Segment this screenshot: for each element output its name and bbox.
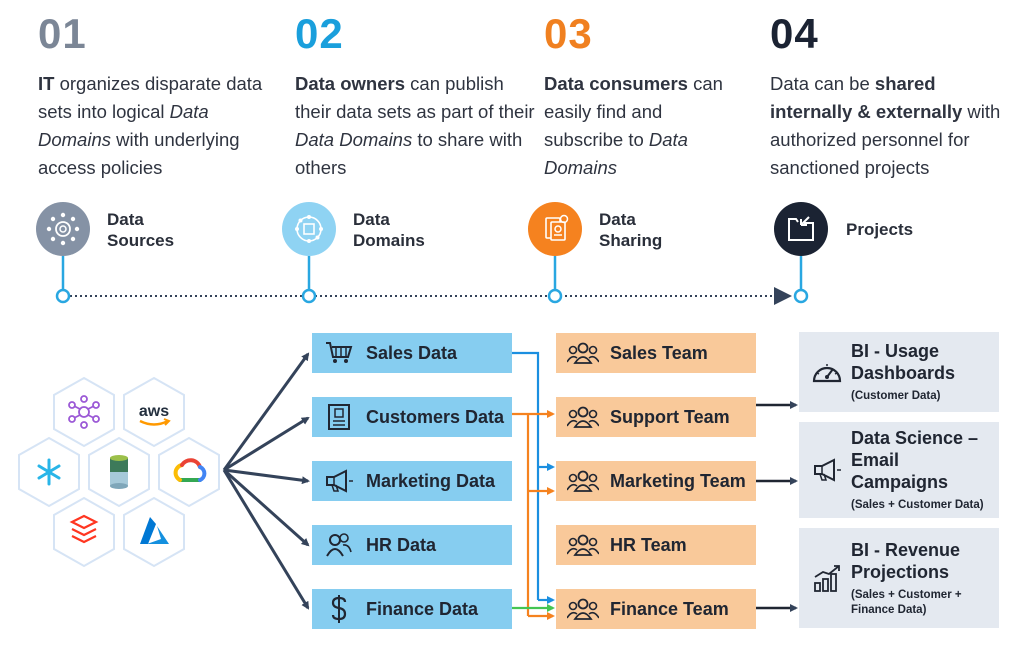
step-number: 04: [770, 10, 819, 57]
team-label: Marketing Team: [610, 470, 746, 491]
project-subtitle: (Customer Data): [851, 390, 941, 402]
domain-label: Customers Data: [366, 406, 505, 427]
text: can easily find and subscribe to: [544, 73, 723, 150]
project-subtitle: (Sales + Customer Data): [851, 499, 984, 511]
step-description: Data can be shared internally & external…: [770, 70, 1010, 182]
domain-label: HR Data: [366, 534, 437, 555]
aws-logo-text: aws: [139, 403, 169, 420]
step-1: 01 IT organizes disparate data sets into…: [38, 12, 278, 182]
team-marketing: Marketing Team: [556, 461, 756, 501]
step-3: 03 Data consumers can easily find and su…: [544, 12, 744, 182]
megaphone-icon: [322, 467, 356, 495]
growth-chart-icon: [809, 560, 845, 596]
database-icon: [110, 455, 128, 489]
bold-text: Data owners: [295, 73, 406, 94]
text: with authorized personnel for sanctioned…: [770, 101, 1001, 178]
text: Data can be: [770, 73, 875, 94]
data-domains-icon: [282, 202, 336, 256]
text: to share with others: [295, 129, 523, 178]
step-description: IT organizes disparate data sets into lo…: [38, 70, 278, 182]
step-number: 02: [295, 10, 344, 57]
domain-label: Finance Data: [366, 598, 479, 619]
databricks-logo: [69, 514, 99, 544]
team-icon: [566, 339, 600, 367]
megaphone-icon: [809, 452, 845, 488]
step-description: Data owners can publish their data sets …: [295, 70, 535, 182]
domain-marketing-data: Marketing Data: [312, 461, 512, 501]
team-icon: [566, 403, 600, 431]
step-number: 03: [544, 10, 593, 57]
people-icon: [322, 531, 356, 559]
gauge-icon: [809, 354, 845, 390]
azure-logo: [140, 517, 169, 544]
text: can publish their data sets as part of t…: [295, 73, 535, 122]
bold-text: shared internally & externally: [770, 73, 963, 122]
step-number: 01: [38, 10, 87, 57]
team-icon: [566, 595, 600, 623]
team-label: HR Team: [610, 534, 687, 555]
domain-sales-data: Sales Data: [312, 333, 512, 373]
team-sales: Sales Team: [556, 333, 756, 373]
team-hr: HR Team: [556, 525, 756, 565]
domain-hr-data: HR Data: [312, 525, 512, 565]
text: organizes disparate data sets into logic…: [38, 73, 263, 122]
team-support: Support Team: [556, 397, 756, 437]
domain-customers-data: Customers Data: [312, 397, 512, 437]
project-data-science-email-campaigns: Data Science – Email Campaigns (Sales + …: [799, 422, 999, 518]
team-icon: [566, 531, 600, 559]
italic-text: Data Domains: [295, 129, 413, 150]
data-sources-honeycomb: aws: [18, 376, 220, 568]
step-description: Data consumers can easily find and subsc…: [544, 70, 744, 182]
data-sharing-icon: [528, 202, 582, 256]
step-4: 04 Data can be shared internally & exter…: [770, 12, 1010, 182]
hub-icon: [68, 395, 100, 429]
google-cloud-logo: [173, 458, 207, 482]
stage-label-sharing: Data Sharing: [599, 210, 663, 250]
bold-text: IT: [38, 73, 55, 94]
text: with underlying access policies: [38, 129, 240, 178]
bold-text: Data consumers: [544, 73, 688, 94]
italic-text: Data Domains: [38, 101, 209, 150]
project-bi-usage-dashboards: BI - Usage Dashboards (Customer Data): [799, 332, 999, 412]
team-finance: Finance Team: [556, 589, 756, 629]
step-2: 02 Data owners can publish their data se…: [295, 12, 535, 182]
project-title: Data Science – Email Campaigns: [851, 428, 979, 492]
domain-label: Sales Data: [366, 342, 458, 363]
stage-label-projects: Projects: [846, 220, 914, 239]
aws-logo: aws: [139, 403, 171, 426]
domain-finance-data: Finance Data: [312, 589, 512, 629]
project-title: BI - Revenue Projections: [851, 539, 961, 582]
team-label: Sales Team: [610, 342, 708, 363]
domain-label: Marketing Data: [366, 470, 496, 491]
project-subtitle: (Sales + Customer + Finance Data): [851, 588, 962, 616]
snowflake-logo: [37, 458, 61, 486]
dollar-icon: [322, 595, 356, 623]
project-title: BI - Usage Dashboards: [851, 341, 956, 383]
id-card-icon: [322, 403, 356, 431]
team-label: Support Team: [610, 406, 730, 427]
team-label: Finance Team: [610, 598, 729, 619]
team-icon: [566, 467, 600, 495]
cart-icon: [322, 339, 356, 367]
stage-label-sources: Data Sources: [107, 210, 175, 250]
project-bi-revenue-projections: BI - Revenue Projections (Sales + Custom…: [799, 528, 999, 628]
data-sources-icon: [36, 202, 90, 256]
italic-text: Data Domains: [544, 129, 688, 178]
projects-icon: [774, 202, 828, 256]
stage-label-domains: Data Domains: [353, 210, 425, 250]
